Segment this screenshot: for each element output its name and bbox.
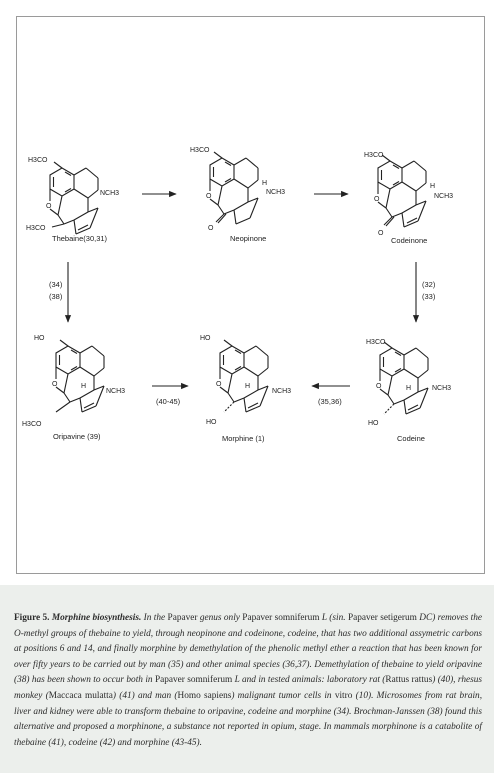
figure-frame [16,16,485,574]
figure-caption: Figure 5. Morphine biosynthesis. In the … [14,611,482,751]
caption-taxon: Papaver somniferum [154,675,233,686]
codeinone-h: H [430,183,435,190]
arrow-label-38: (38) [49,292,63,301]
oripavine-structure: HO H3CO O H NCH3 [22,335,125,428]
caption-label: Figure 5. [14,613,50,623]
arrow-label-33: (33) [422,292,436,301]
neopinone-top-group: H3CO [190,147,210,154]
thebaine-ring-oxygen: O [46,203,52,210]
morphine-amine: NCH3 [272,388,291,395]
thebaine-amine: NCH3 [100,190,119,197]
morphine-ring-oxygen: O [216,381,222,388]
neopinone-amine: NCH3 [266,189,285,196]
caption-text: ) (40), rhesus monkey ( [14,675,483,701]
neopinone-label: Neopinone [230,234,266,243]
arrow-label-40-45: (40-45) [156,397,181,406]
morphine-top-group: HO [200,335,211,342]
biosynthesis-scheme: H3CO H3CO O NCH3 Thebaine(30,31) H3CO O … [22,147,453,443]
arrow-label-34: (34) [49,280,63,289]
caption-text: DC) removes the O-methyl groups of theba… [14,613,483,686]
arrow-label-35-36: (35,36) [318,397,342,406]
morphine-h: H [245,383,250,390]
morphine-structure: HO HO O H NCH3 [200,335,291,426]
neopinone-h: H [262,180,267,187]
oripavine-bottom-group: H3CO [22,421,42,428]
thebaine-structure: H3CO H3CO O NCH3 [26,157,119,235]
caption-taxon: Papaver [167,613,198,623]
codeine-bottom-group: HO [368,420,379,427]
caption-taxon: Maccaca mulatta [48,690,113,701]
caption-text: L (sin. [319,613,348,623]
codeine-h: H [406,385,411,392]
codeinone-keto: O [378,230,384,237]
caption-text: In the [141,613,168,623]
caption-taxon: Rattus rattus [385,675,433,686]
oripavine-label: Oripavine (39) [53,432,101,441]
codeinone-label: Codeinone [391,236,427,245]
codeinone-top-group: H3CO [364,152,384,159]
codeinone-structure: H3CO O H NCH3 O [364,152,453,237]
codeinone-amine: NCH3 [434,193,453,200]
caption-panel: Figure 5. Morphine biosynthesis. In the … [0,585,494,773]
caption-text: ) malignant tumor cells in [231,690,335,701]
caption-taxon: Papaver somniferum [242,613,320,623]
neopinone-structure: H3CO O H NCH3 O [190,147,285,232]
codeine-ring-oxygen: O [376,383,382,390]
morphine-label: Morphine (1) [222,434,265,443]
oripavine-ring-oxygen: O [52,381,58,388]
codeine-label: Codeine [397,434,425,443]
codeinone-ring-oxygen: O [374,196,380,203]
caption-taxon: vitro [334,690,353,701]
caption-text: ) (41) and man ( [112,690,178,701]
caption-taxon: Papaver setigerum [347,613,417,623]
arrow-label-32: (32) [422,280,436,289]
caption-taxon: Homo sapiens [177,690,232,701]
neopinone-keto: O [208,225,214,232]
thebaine-top-group: H3CO [28,157,48,164]
thebaine-bottom-group: H3CO [26,225,46,232]
codeine-amine: NCH3 [432,385,451,392]
thebaine-label: Thebaine(30,31) [52,234,108,243]
caption-title: Morphine biosynthesis. [51,613,142,623]
oripavine-amine: NCH3 [106,388,125,395]
neopinone-ring-oxygen: O [206,193,212,200]
oripavine-h: H [81,383,86,390]
morphine-bottom-group: HO [206,419,217,426]
caption-text: genus only [197,613,243,623]
codeine-structure: H3CO HO O H NCH3 [366,339,451,427]
caption-text: (10). Microsomes from rat brain, liver a… [14,690,483,748]
caption-text: L and in tested animals: laboratory rat … [232,675,386,686]
oripavine-top-group: HO [34,335,45,342]
codeine-top-group: H3CO [366,339,386,346]
